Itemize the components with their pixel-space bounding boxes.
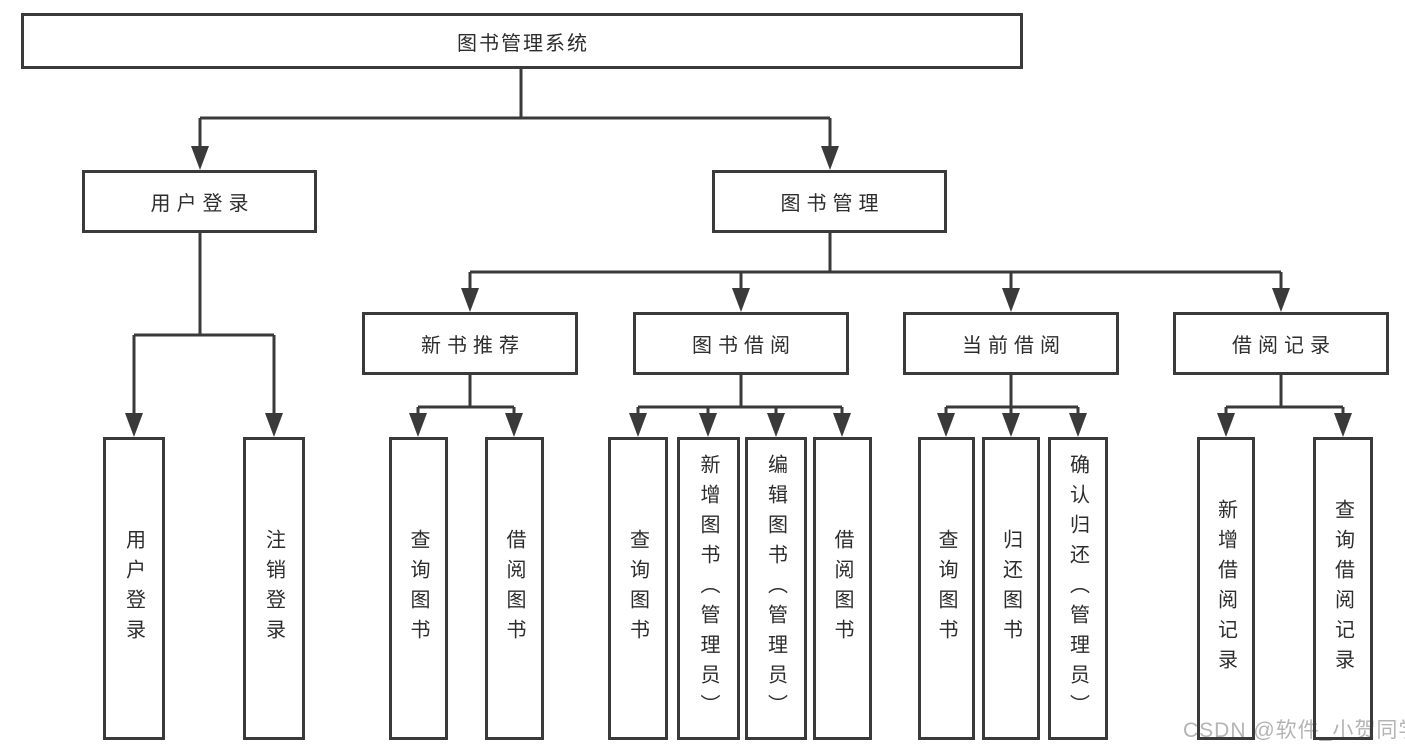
node-book-borrow: 图书借阅 [633,312,849,375]
leaf-query-borrow-record: 查询借阅记录 [1313,437,1373,740]
leaf-add-borrow-record: 新增借阅记录 [1197,437,1255,740]
node-book-management: 图书管理 [712,170,947,233]
leaf-add-book-admin: 新增图书（管理员） [677,437,740,740]
leaf-user-login: 用户登录 [103,437,165,740]
connector-user-login-children [132,233,276,417]
leaf-borrow-book-recommend: 借阅图书 [485,437,544,740]
leaf-edit-book-admin: 编辑图书（管理员） [745,437,807,740]
connector-new-book-children [416,375,516,421]
node-current-borrow: 当前借阅 [903,312,1119,375]
connector-borrow-records-children [1224,375,1345,421]
arrowheads-current-borrow-children [937,413,1087,437]
leaf-confirm-return-admin: 确认归还（管理员） [1048,437,1108,740]
leaf-query-book-recommend: 查询图书 [389,437,448,740]
leaf-query-book-borrow: 查询图书 [608,437,668,740]
arrowheads-new-book-children [409,413,523,437]
arrowheads-level3 [461,288,1290,312]
node-root: 图书管理系统 [21,13,1023,69]
connector-book-management-to-level3 [468,233,1283,296]
leaf-return-book: 归还图书 [982,437,1040,740]
leaf-logout-login: 注销登录 [243,437,305,740]
arrowheads-borrow-records-children [1217,413,1352,437]
connector-book-borrow-children [636,375,844,421]
node-new-book-recommend: 新书推荐 [362,312,578,375]
connector-root-to-level2 [198,69,832,150]
leaf-query-book-current: 查询图书 [918,437,975,740]
leaf-borrow-book: 借阅图书 [813,437,872,740]
node-user-login: 用户登录 [82,170,317,233]
arrowheads-user-login-children [125,413,283,437]
node-borrow-records: 借阅记录 [1173,312,1389,375]
arrowheads-book-borrow-children [629,413,851,437]
arrowheads-level2 [191,146,839,170]
csdn-watermark: CSDN @软件_小贺同学 [1183,719,1405,742]
